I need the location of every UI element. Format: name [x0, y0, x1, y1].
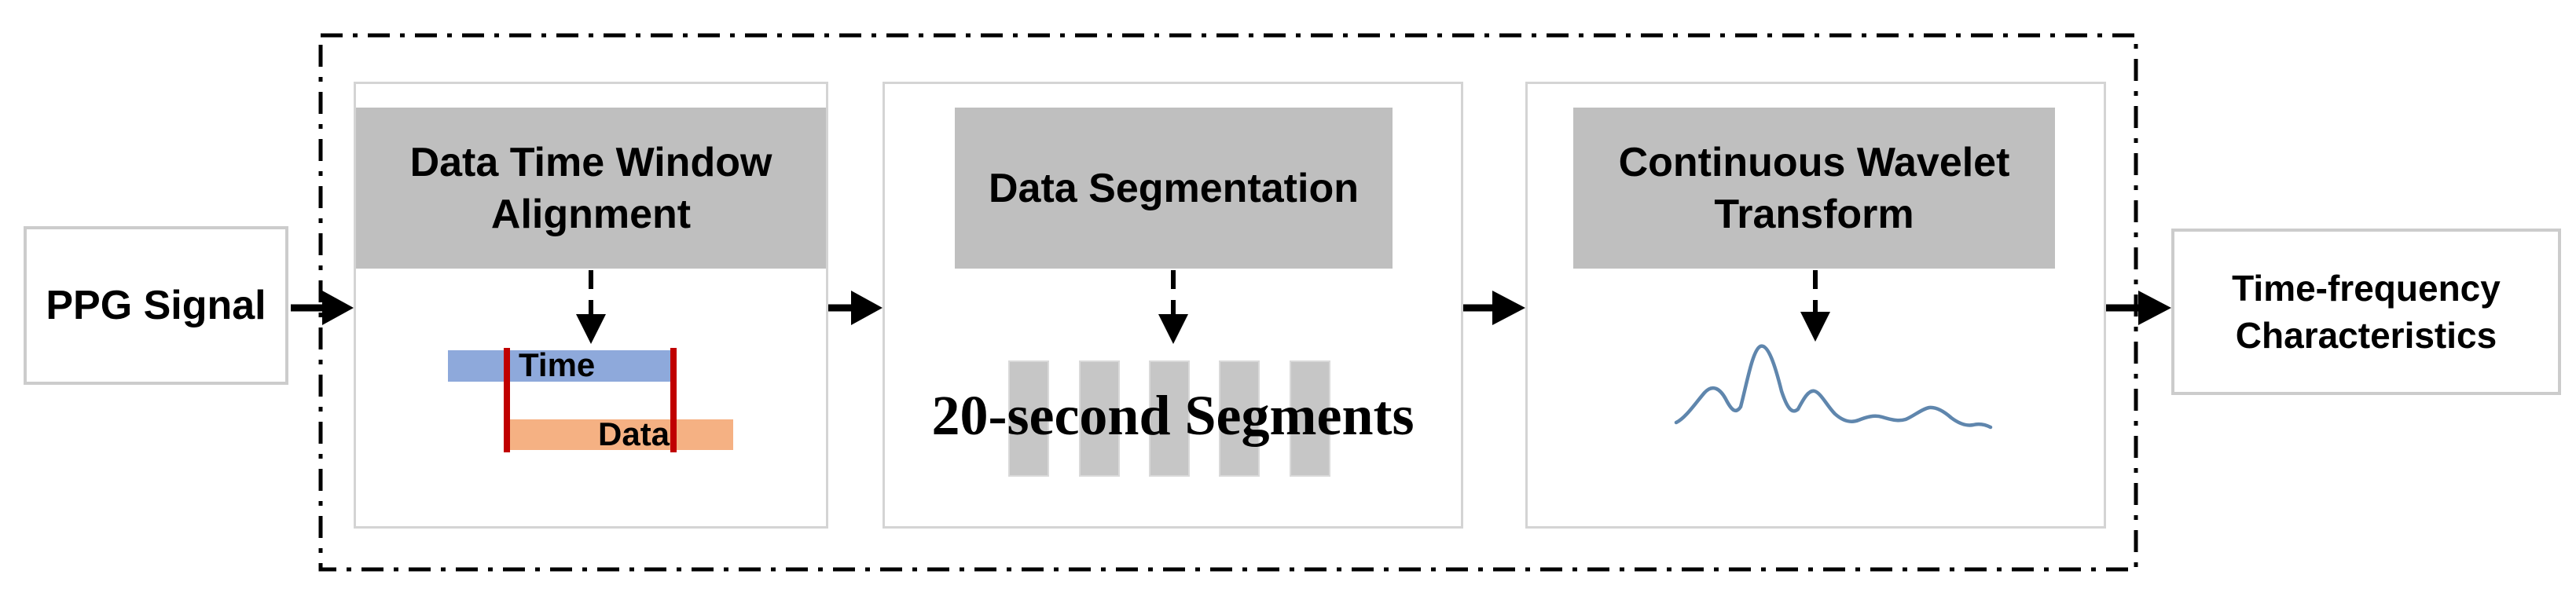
flow-arrow-step2-to-step3 [1463, 291, 1525, 325]
step-header-continuous-wavelet-transform: Continuous Wavelet Transform [1573, 108, 2055, 269]
step-card-data-time-window-alignment: Data Time Window Alignment Time Data [354, 82, 828, 529]
flow-arrow-input-to-step1 [291, 291, 354, 325]
data-window-bar: Data [505, 415, 733, 452]
time-window-bar: Time [448, 346, 676, 383]
step-header-data-segmentation: Data Segmentation [955, 108, 1393, 269]
step-title-line: Data Segmentation [989, 165, 1359, 211]
output-label-line: Time-frequency [2232, 268, 2501, 309]
step-card-continuous-wavelet-transform: Continuous Wavelet Transform [1525, 82, 2106, 529]
ppg-signal-box: PPG Signal [24, 226, 288, 385]
time-bar-label: Time [519, 346, 596, 383]
step-title-line: Data Time Window [409, 139, 772, 185]
step-card-data-segmentation: Data Segmentation 20-second Segments [883, 82, 1463, 529]
flow-arrow-step1-to-step2 [828, 291, 883, 325]
step-title-line: Continuous Wavelet [1618, 139, 2010, 185]
data-bar-label: Data [598, 415, 670, 452]
flow-arrow-step3-to-output [2106, 291, 2171, 325]
segments-caption: 20-second Segments [931, 384, 1415, 447]
step-header-data-time-window-alignment: Data Time Window Alignment [356, 108, 826, 269]
time-frequency-characteristics-box: Time-frequency Characteristics [2171, 229, 2561, 395]
output-label-line: Characteristics [2235, 315, 2497, 356]
ppg-signal-label: PPG Signal [46, 283, 266, 328]
step-title-line: Alignment [490, 191, 692, 237]
step-title-line: Transform [1714, 191, 1914, 237]
